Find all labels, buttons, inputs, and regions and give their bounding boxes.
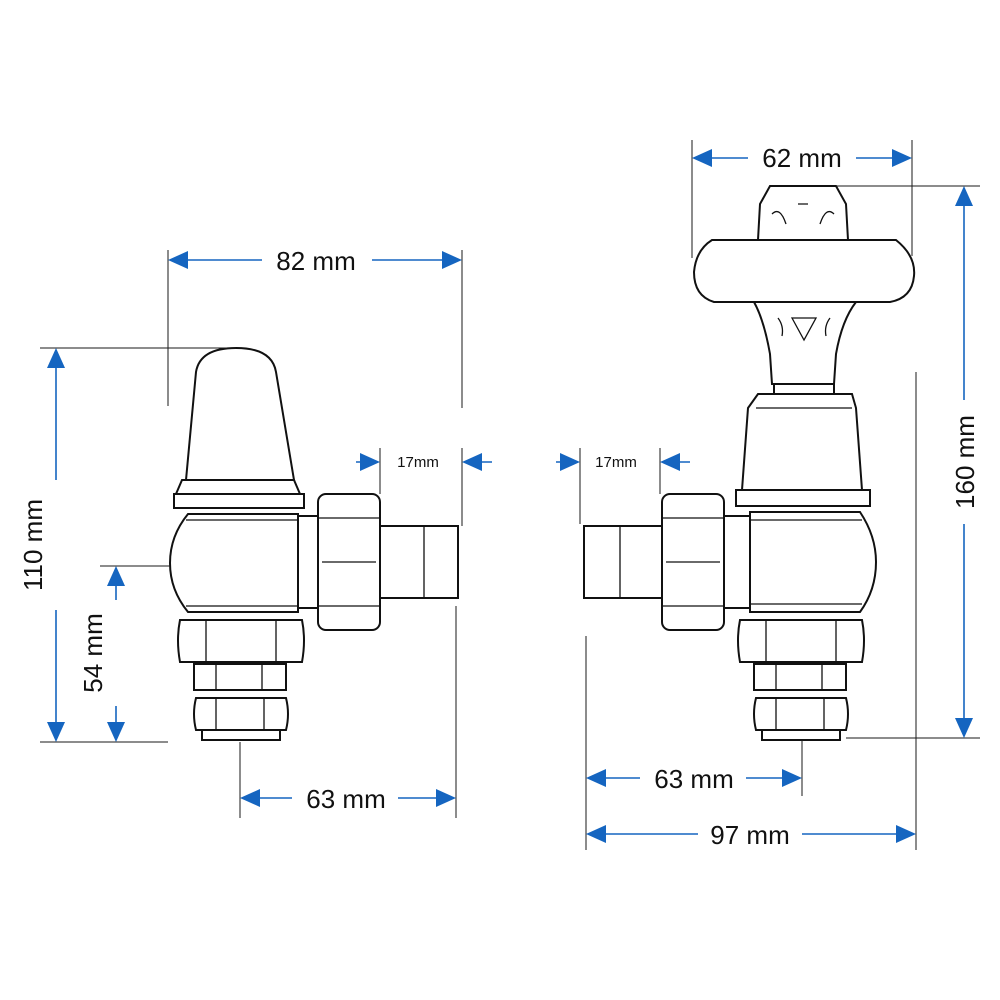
right-valve-drawing bbox=[583, 185, 916, 741]
extension-lines bbox=[40, 140, 980, 850]
right-valve-bottom-ring bbox=[761, 729, 841, 741]
left-valve-body bbox=[168, 513, 299, 613]
left-valve-tail bbox=[379, 525, 459, 599]
right-valve-body bbox=[749, 511, 878, 613]
right-width-inner-label: 63 mm bbox=[654, 764, 733, 794]
right-valve-collar bbox=[773, 383, 835, 395]
left-valve-cap bbox=[184, 346, 296, 481]
right-valve-tail bbox=[583, 525, 663, 599]
right-tail-length-label: 17mm bbox=[595, 454, 637, 471]
left-valve-cap-flange bbox=[174, 479, 302, 495]
right-valve-spindle bbox=[752, 301, 859, 385]
right-height-total-label: 160 mm bbox=[950, 415, 980, 509]
left-valve-drawing bbox=[168, 346, 459, 741]
right-head-width-label: 62 mm bbox=[762, 143, 841, 173]
left-width-top-label: 82 mm bbox=[276, 246, 355, 276]
dimension-lines bbox=[47, 149, 973, 843]
left-valve-cap-base bbox=[173, 493, 305, 509]
left-width-bottom-label: 63 mm bbox=[306, 784, 385, 814]
left-valve-side-neck bbox=[297, 515, 319, 609]
left-valve-lower-nut bbox=[177, 619, 305, 663]
right-valve-bottom-nut bbox=[753, 697, 849, 731]
dimension-labels: 82 mm 110 mm 54 mm 17mm 63 mm 62 mm 160 … bbox=[18, 143, 980, 850]
right-valve-wheel bbox=[692, 239, 916, 303]
left-tail-length-label: 17mm bbox=[397, 454, 439, 471]
right-width-total-label: 97 mm bbox=[710, 820, 789, 850]
left-height-total-label: 110 mm bbox=[18, 499, 48, 591]
right-valve-lower-nut bbox=[737, 619, 865, 663]
left-valve-spigot bbox=[193, 663, 287, 691]
left-height-inlet-label: 54 mm bbox=[78, 613, 108, 692]
left-valve-bottom-ring bbox=[201, 729, 281, 741]
right-valve-bonnet-base bbox=[735, 489, 871, 507]
left-valve-bottom-nut bbox=[193, 697, 289, 731]
right-valve-wheel-top bbox=[756, 185, 850, 241]
right-valve-side-neck bbox=[723, 515, 751, 609]
right-valve-spigot bbox=[753, 663, 847, 691]
